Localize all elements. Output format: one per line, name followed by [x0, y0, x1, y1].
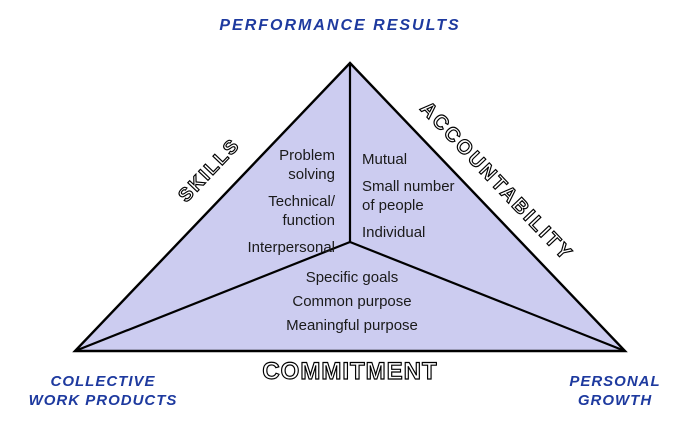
- divider-center-to-bottom-left: [74, 240, 351, 353]
- region-skills-items: Problem solving Technical/ function Inte…: [247, 146, 335, 257]
- corner-label-personal-growth: PERSONAL GROWTH: [569, 373, 661, 409]
- region-accountability-items: Mutual Small number of people Individual: [362, 150, 455, 242]
- corner-label-collective-work-products: COLLECTIVE WORK PRODUCTS: [28, 373, 178, 409]
- commitment-item-meaningful-purpose: Meaningful purpose: [286, 317, 418, 334]
- region-commitment-items: Specific goals Common purpose Meaningful…: [286, 268, 418, 335]
- commitment-item-specific-goals: Specific goals: [305, 269, 399, 286]
- commitment-item-common-purpose: Common purpose: [292, 293, 412, 310]
- accountability-item-small-number-of-people: Small number of people: [362, 178, 455, 214]
- apex-label-performance-results: PERFORMANCE RESULTS: [219, 17, 461, 34]
- divider-center-to-bottom-right: [349, 240, 626, 353]
- side-label-commitment: COMMITMENT: [262, 357, 438, 385]
- accountability-item-individual: Individual: [362, 224, 426, 241]
- accountability-item-mutual: Mutual: [362, 151, 408, 168]
- skills-item-interpersonal: Interpersonal: [247, 239, 335, 256]
- skills-item-technical-function: Technical/ function: [268, 193, 335, 229]
- skills-item-problem-solving: Problem solving: [279, 147, 335, 183]
